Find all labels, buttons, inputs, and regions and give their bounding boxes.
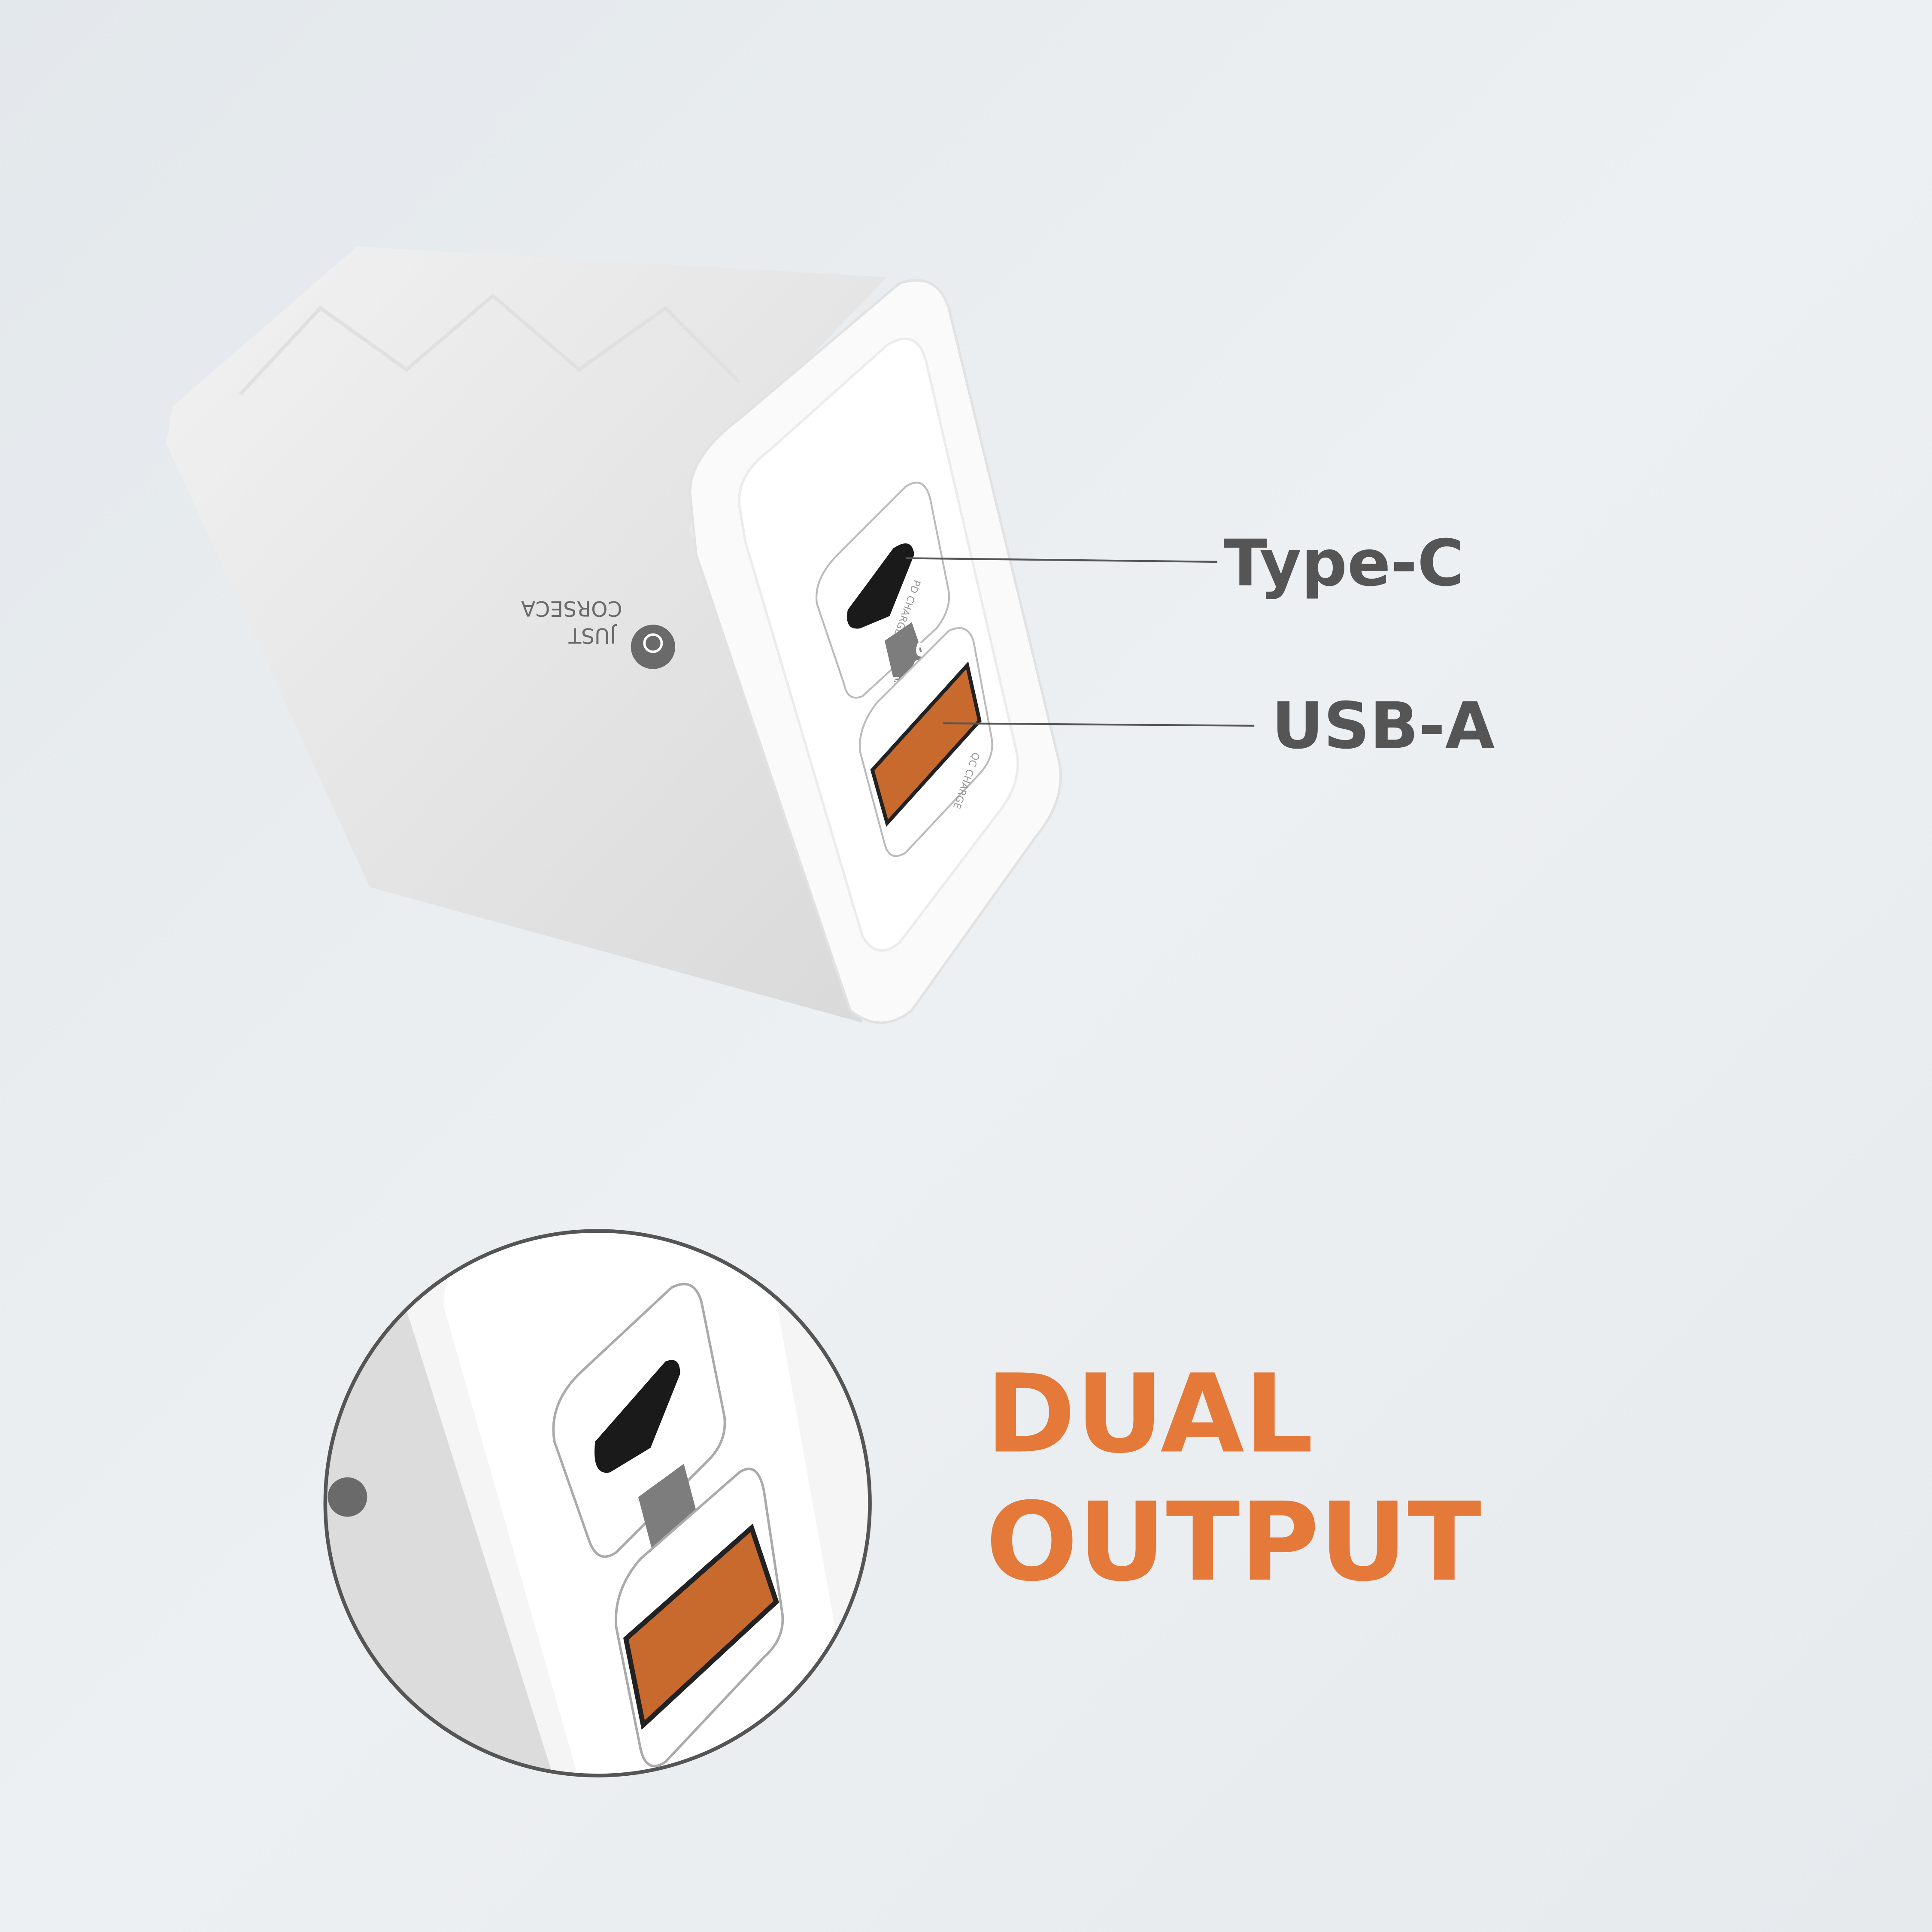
zoom-detail-circle	[325, 1231, 870, 1776]
svg-text:JUST: JUST	[568, 623, 617, 648]
charger-side-body	[166, 246, 887, 1023]
type-c-callout: Type-C	[1223, 526, 1464, 601]
usb-a-callout: USB-A	[1271, 688, 1495, 763]
brand-logo-icon	[631, 625, 676, 669]
type-c-callout-line	[905, 557, 1218, 563]
type-c-port	[847, 543, 914, 629]
headline-line1: DUAL	[986, 1351, 1313, 1477]
brand-logo: JUST CORSECA	[521, 596, 676, 669]
usb-a-callout-line	[942, 722, 1255, 727]
headline-line2: OUTPUT	[986, 1479, 1481, 1605]
usb-a-port	[870, 661, 982, 827]
charger-image: PD CHARGE 38 W QC CHARGE JUST CORSECA	[166, 246, 1062, 1024]
svg-text:CORSECA: CORSECA	[521, 596, 622, 621]
